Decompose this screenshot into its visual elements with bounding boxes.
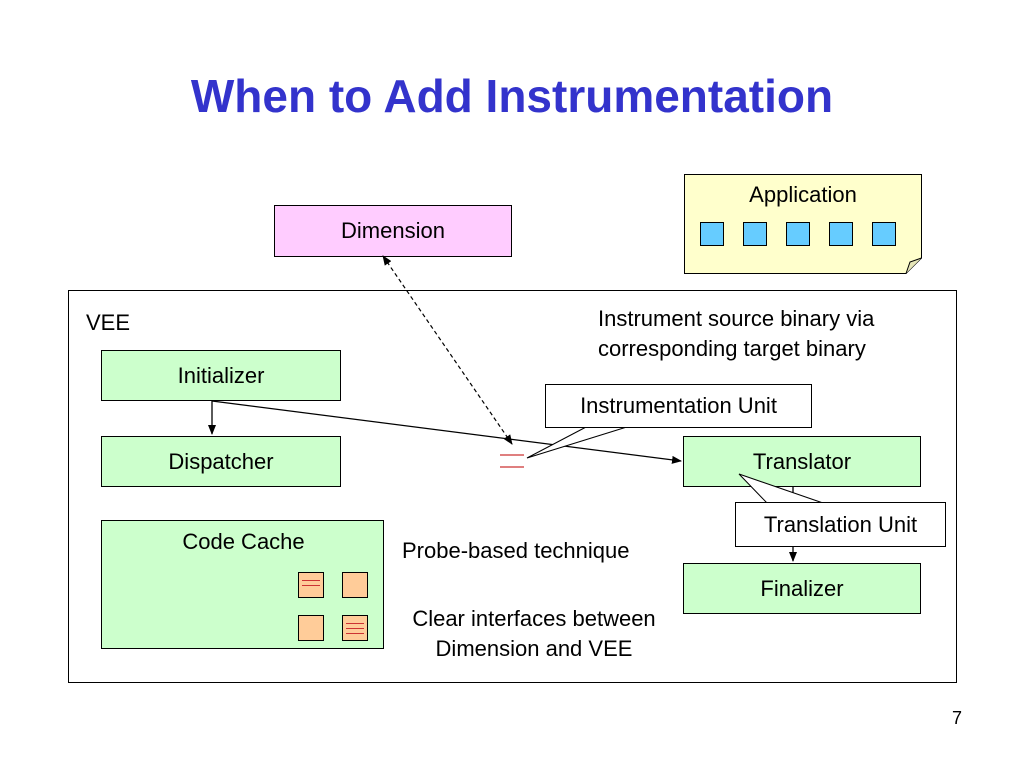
translation-unit-callout: Translation Unit	[735, 502, 946, 547]
finalizer-label: Finalizer	[760, 575, 844, 601]
clear-interfaces-line: Clear interfaces between	[412, 606, 656, 631]
dimension-box: Dimension	[274, 205, 512, 257]
instrumentation-unit-callout: Instrumentation Unit	[545, 384, 812, 428]
vee-label: VEE	[86, 310, 131, 335]
instrument-note-line: Instrument source binary via	[598, 306, 875, 331]
page-number: 7	[951, 708, 962, 728]
code-cache-block	[342, 572, 368, 598]
code-cache-block	[298, 615, 324, 641]
application-box: Application	[684, 174, 922, 274]
application-block	[786, 222, 810, 246]
instrument-note: Instrument source binary via correspondi…	[598, 304, 874, 364]
initializer-label: Initializer	[177, 362, 265, 388]
code-cache-label: Code Cache	[182, 529, 305, 554]
dispatcher-label: Dispatcher	[168, 448, 274, 474]
instrumentation-unit-label: Instrumentation Unit	[580, 393, 777, 418]
slide-title: When to Add Instrumentation	[190, 70, 834, 122]
instrument-note-line: corresponding target binary	[598, 336, 866, 361]
initializer-box: Initializer	[101, 350, 341, 401]
code-cache-box: Code Cache	[101, 520, 384, 649]
translation-unit-label: Translation Unit	[763, 511, 918, 537]
application-label: Application	[749, 182, 857, 207]
dispatcher-box: Dispatcher	[101, 436, 341, 487]
application-block	[829, 222, 853, 246]
dimension-label: Dimension	[341, 218, 445, 243]
application-block	[700, 222, 724, 246]
probe-note: Probe-based technique	[402, 538, 630, 563]
code-cache-block	[298, 572, 324, 598]
translator-box: Translator	[683, 436, 921, 487]
application-block	[743, 222, 767, 246]
clear-interfaces-line: Dimension and VEE	[435, 636, 633, 661]
clear-interfaces-note: Clear interfaces between Dimension and V…	[384, 604, 684, 664]
application-block	[872, 222, 896, 246]
translator-label: Translator	[752, 448, 852, 474]
finalizer-box: Finalizer	[683, 563, 921, 614]
code-cache-block	[342, 615, 368, 641]
